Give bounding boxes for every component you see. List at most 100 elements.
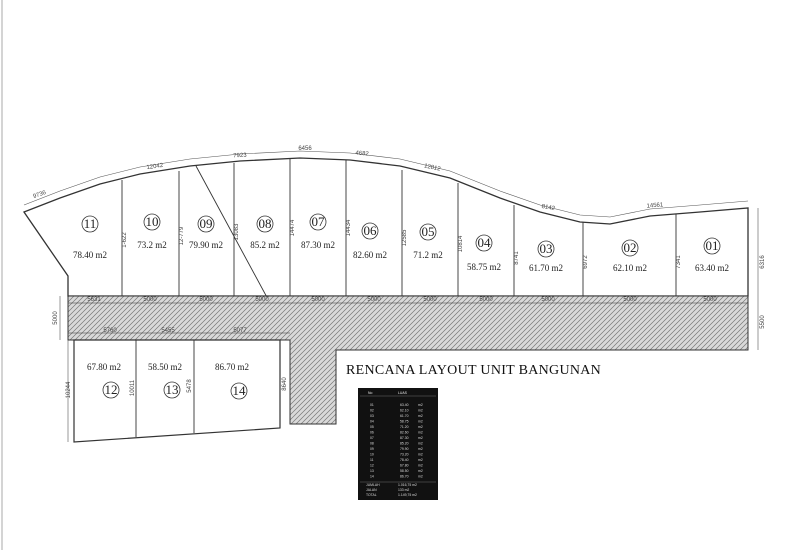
table-cell-unit: m2	[418, 403, 423, 407]
unit-number: 04	[478, 235, 492, 250]
table-row: 09 79.90 m2	[370, 447, 423, 451]
table-cell-area: 82.60	[400, 431, 409, 435]
unit-number: 11	[84, 216, 97, 231]
lower-dimension-label: 5455	[161, 328, 175, 334]
left-dimension: 5000	[53, 311, 59, 325]
table-cell-area: 71.20	[400, 425, 409, 429]
unit-number-circle	[361, 222, 379, 240]
unit-depth-label: 1-622	[122, 232, 128, 248]
right-dimension-lower: 5500	[760, 315, 766, 329]
unit-number-circle	[197, 215, 215, 233]
table-subtotal-label: JUMLAH	[366, 483, 380, 487]
road-dimension-label: 5000	[255, 297, 269, 303]
table-cell-unit: m2	[418, 469, 423, 473]
lower-dividers	[135, 340, 195, 437]
unit-depth-label: 14474	[290, 219, 296, 236]
table-cell-area: 63.40	[400, 403, 409, 407]
table-cell-area: 73.20	[400, 453, 409, 457]
upper-boundary	[22, 157, 749, 297]
table-row: 12 67.80 m2	[370, 464, 423, 468]
lower-dimension-label: 5478	[187, 379, 193, 393]
unit-number-circle	[163, 381, 181, 399]
drawing-title: RENCANA LAYOUT UNIT BANGUNAN	[346, 363, 601, 378]
unit-area: 86.70 m2	[215, 362, 249, 372]
table-cell-area: 58.75	[400, 420, 409, 424]
unit-number: 09	[200, 216, 213, 231]
table-cell-area: 79.90	[400, 447, 409, 451]
table-subtotal-value: 1.016,75 m2	[398, 483, 417, 487]
table-cell-area: 67.80	[400, 464, 409, 468]
unit-number: 08	[259, 216, 272, 231]
top-dimension-label: 6456	[298, 146, 312, 152]
table-cell-unit: m2	[418, 447, 423, 451]
table-cell-no: 14	[370, 475, 374, 479]
table-cell-unit: m2	[418, 420, 423, 424]
unit-number-circle	[256, 215, 274, 233]
road-dimension-label: 5000	[703, 297, 717, 303]
road-dimension-label: 5000	[367, 297, 381, 303]
unit-number-circle	[309, 213, 327, 231]
unit-number: 12	[105, 382, 118, 397]
table-cell-no: 09	[370, 447, 374, 451]
table-header-area: LUAS	[398, 391, 408, 395]
table-cell-unit: m2	[418, 453, 423, 457]
table-cell-area: 87.30	[400, 436, 409, 440]
lower-dimension-label: 10011	[130, 379, 136, 396]
table-cell-no: 13	[370, 469, 374, 473]
table-cell-no: 12	[370, 464, 374, 468]
unit-number: 07	[312, 214, 326, 229]
unit-number: 03	[540, 241, 553, 256]
table-cell-area: 85.20	[400, 442, 409, 446]
table-cell-area: 61.70	[400, 414, 409, 418]
unit-number: 02	[624, 240, 637, 255]
table-cell-unit: m2	[418, 475, 423, 479]
unit-01: 01 63.40 m2	[695, 237, 729, 273]
unit-number-circle	[475, 234, 493, 252]
lower-dimension-label: 10244	[66, 381, 72, 398]
unit-area: 61.70 m2	[529, 263, 563, 273]
lower-dimension-label: 5760	[103, 328, 117, 334]
table-road-label: JALAN	[366, 488, 377, 492]
table-cell-no: 01	[370, 403, 374, 407]
table-cell-unit: m2	[418, 464, 423, 468]
table-header-no: No	[368, 391, 372, 395]
unit-number-circle	[419, 223, 437, 241]
unit-number: 06	[364, 223, 378, 238]
table-cell-unit: m2	[418, 431, 423, 435]
unit-depth-label: 12585	[402, 229, 408, 246]
top-dimension-label: 8142	[541, 204, 556, 212]
unit-area: 63.40 m2	[695, 263, 729, 273]
lower-dimension-label: 5077	[233, 328, 247, 334]
table-cell-no: 11	[370, 458, 374, 462]
table-total-value: 1.149,75 m2	[398, 493, 417, 497]
lower-dimension-label: 8640	[282, 377, 288, 391]
table-cell-area: 62.10	[400, 409, 409, 413]
lower-boundary	[73, 339, 281, 443]
table-cell-unit: m2	[418, 409, 423, 413]
top-dimension-label: 12812	[423, 163, 441, 172]
table-cell-no: 07	[370, 436, 374, 440]
road-dimension-label: 5000	[623, 297, 637, 303]
unit-number: 01	[706, 238, 719, 253]
unit-depth-label: 14434	[346, 219, 352, 236]
table-total-label: TOTAL	[366, 493, 377, 497]
unit-depth-label: 8741	[514, 251, 520, 265]
unit-area: 67.80 m2	[87, 362, 121, 372]
unit-area: 85.2 m2	[250, 240, 280, 250]
unit-number-circle	[102, 381, 120, 399]
unit-number-circle	[230, 382, 248, 400]
table-row: 01 63.40 m2	[370, 403, 423, 407]
table-cell-unit: m2	[418, 425, 423, 429]
unit-depth-label: 6972	[583, 255, 589, 269]
table-road-value: 133 m2	[398, 488, 409, 492]
